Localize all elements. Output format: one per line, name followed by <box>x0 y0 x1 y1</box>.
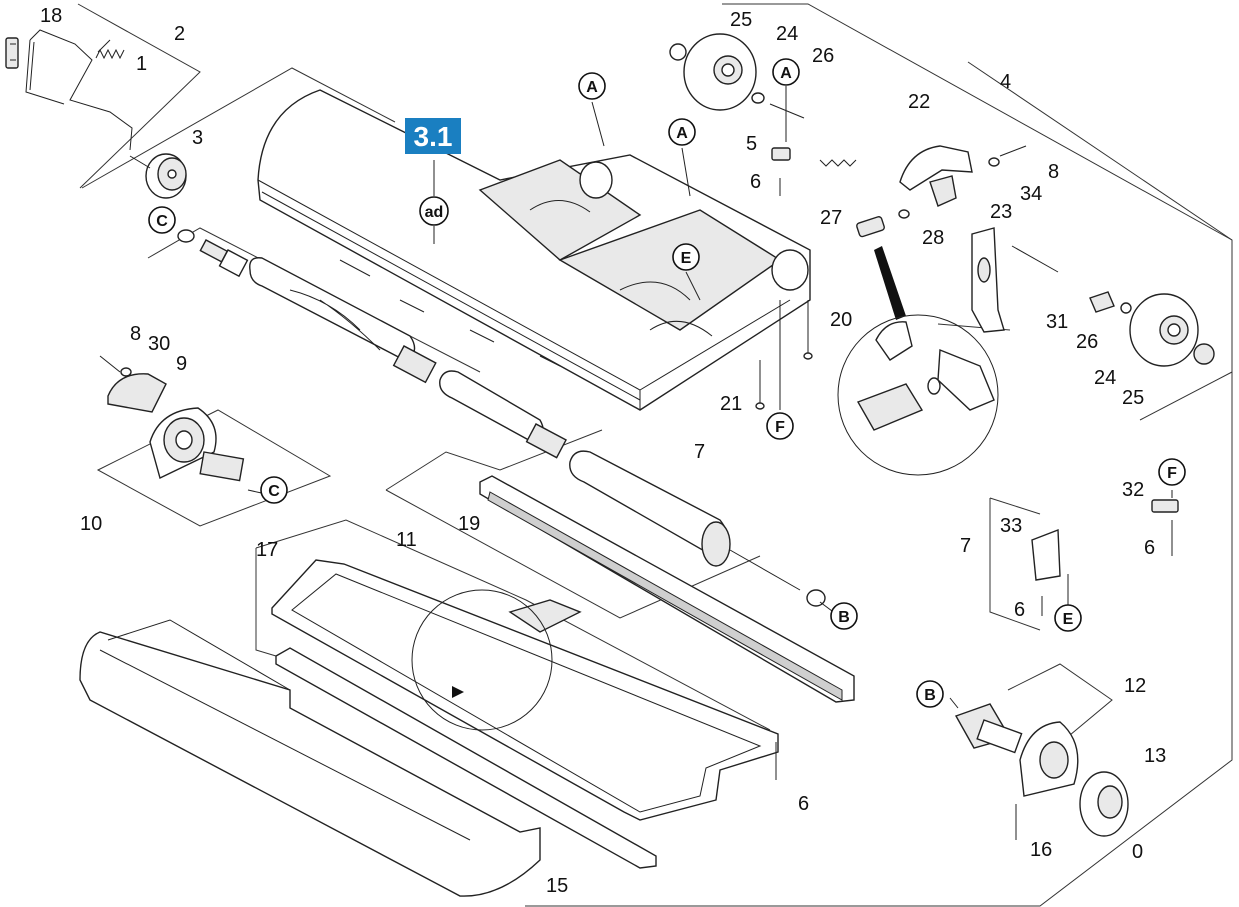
screw-part-8-left <box>99 355 132 377</box>
section-badge: 3.1 <box>405 118 461 154</box>
drive-gear-assembly <box>775 703 1129 840</box>
callout-numbers: 18 2 1 3 25 24 26 4 22 5 6 8 34 23 27 28… <box>40 5 1166 897</box>
callout-6: 6 <box>1014 599 1025 621</box>
wheel-part-24-top <box>669 33 757 111</box>
callout-4: 4 <box>1000 71 1011 93</box>
callout-3: 3 <box>192 127 203 149</box>
reference-markers: A A A ad C E F C <box>148 58 1186 708</box>
svg-text:F: F <box>1167 465 1177 482</box>
callout-1: 1 <box>136 53 147 75</box>
callout-28: 28 <box>922 227 944 249</box>
height-adjust-lever <box>25 29 133 151</box>
front-cover-part-15 <box>79 619 541 897</box>
callout-18: 18 <box>40 5 62 27</box>
brush-roller-2 <box>439 370 567 459</box>
callout-25: 25 <box>730 9 752 31</box>
gear-housing-part-10 <box>149 407 245 482</box>
callout-24: 24 <box>1094 367 1116 389</box>
holder-part-33 <box>1031 528 1061 616</box>
ref-marker-b: B <box>830 602 858 630</box>
callout-6: 6 <box>750 171 761 193</box>
callout-11: 11 <box>396 529 417 551</box>
screw-part-21 <box>755 360 765 410</box>
ref-marker-ad: ad <box>419 196 449 226</box>
ref-marker-a: A <box>578 72 606 100</box>
brush-housing <box>257 89 811 411</box>
spring-part-1 <box>95 48 125 60</box>
callout-6: 6 <box>798 793 809 815</box>
callout-26: 26 <box>1076 331 1098 353</box>
callout-13: 13 <box>1144 745 1166 767</box>
lever-part-right <box>971 227 1132 333</box>
callout-23: 23 <box>990 201 1012 223</box>
callout-5: 5 <box>746 133 757 155</box>
ref-marker-a: A <box>772 58 800 86</box>
ref-marker-a: A <box>668 118 696 146</box>
callout-34: 34 <box>1020 183 1042 205</box>
svg-text:C: C <box>156 213 168 230</box>
callout-27: 27 <box>820 207 842 229</box>
callout-30: 30 <box>148 333 170 355</box>
svg-text:A: A <box>586 79 598 96</box>
gear-cover-part-9 <box>107 373 167 413</box>
svg-text:E: E <box>681 250 692 267</box>
ref-marker-f: F <box>1158 458 1186 486</box>
ref-marker-c: C <box>148 206 176 234</box>
base-plate-part-17 <box>271 559 779 821</box>
callout-8: 8 <box>130 323 141 345</box>
callout-7: 7 <box>960 535 971 557</box>
ref-marker-e: E <box>1054 604 1082 632</box>
svg-text:A: A <box>676 125 688 142</box>
section-badge-label: 3.1 <box>414 121 453 152</box>
ref-marker-e: E <box>672 243 700 271</box>
callout-15: 15 <box>546 875 568 897</box>
ref-marker-f: F <box>766 412 794 440</box>
callout-32: 32 <box>1122 479 1144 501</box>
ref-marker-b: B <box>916 680 944 708</box>
callout-19: 19 <box>458 513 480 535</box>
callout-22: 22 <box>908 91 930 113</box>
detail-magnifier <box>837 246 999 476</box>
callout-0: 0 <box>1132 841 1143 863</box>
screw-part-20 <box>803 300 813 360</box>
callout-16: 16 <box>1030 839 1052 861</box>
ref-marker-c: C <box>260 476 288 504</box>
callout-12: 12 <box>1124 675 1146 697</box>
callout-8: 8 <box>1048 161 1059 183</box>
callout-33: 33 <box>1000 515 1022 537</box>
svg-text:E: E <box>1063 611 1074 628</box>
callout-25: 25 <box>1122 387 1144 409</box>
svg-text:C: C <box>268 483 280 500</box>
callout-10: 10 <box>80 513 102 535</box>
callout-6: 6 <box>1144 537 1155 559</box>
callout-20: 20 <box>830 309 852 331</box>
callout-9: 9 <box>176 353 187 375</box>
svg-text:B: B <box>924 687 936 704</box>
group-frames <box>77 3 1233 907</box>
callout-26: 26 <box>812 45 834 67</box>
leader-lines <box>97 39 1173 709</box>
brush-strip-part-19 <box>479 475 855 703</box>
brush-roller-1 <box>249 257 437 384</box>
guide-rail <box>275 647 657 869</box>
clip-part-18 <box>5 37 19 69</box>
clip-part-32 <box>1151 499 1179 556</box>
svg-text:A: A <box>780 65 792 82</box>
callout-21: 21 <box>720 393 742 415</box>
callout-24: 24 <box>776 23 798 45</box>
axle-and-parts-top <box>751 92 1027 238</box>
svg-text:F: F <box>775 419 785 436</box>
callout-7: 7 <box>694 441 705 463</box>
wheel-part-24-bottom <box>1129 293 1215 367</box>
brush-roller-3 <box>569 450 801 591</box>
callout-31: 31 <box>1046 311 1068 333</box>
callout-17: 17 <box>256 539 278 561</box>
callout-2: 2 <box>174 23 185 45</box>
svg-text:ad: ad <box>425 204 444 221</box>
svg-text:B: B <box>838 609 850 626</box>
roller-wheel-part-3 <box>145 153 187 199</box>
